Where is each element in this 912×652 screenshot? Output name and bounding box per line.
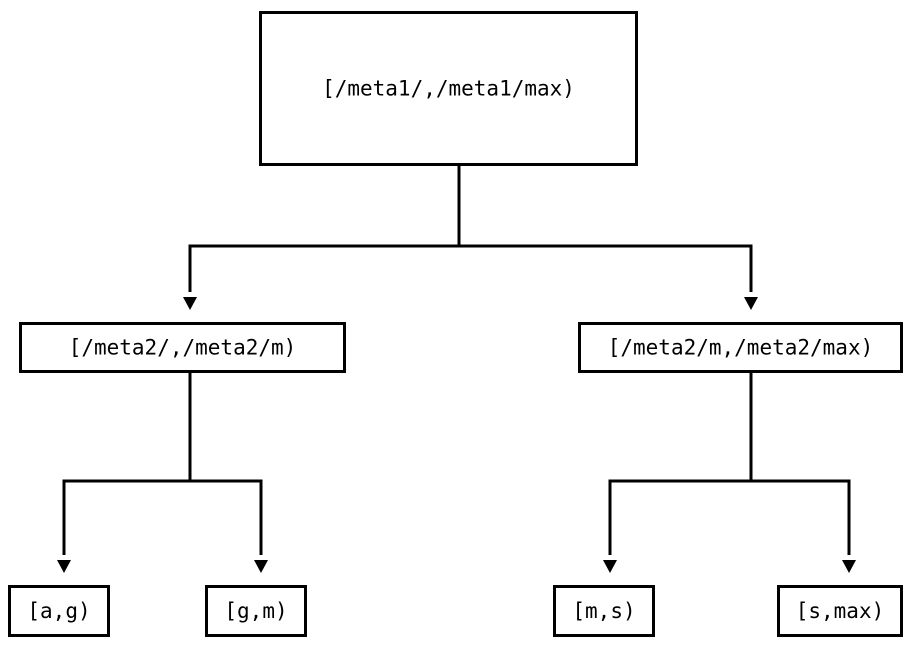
tree-node-leaf-m-s[interactable]: [m,s) — [553, 585, 655, 637]
arrowhead-icon — [254, 560, 268, 573]
node-label: [m,s) — [572, 599, 635, 623]
edge-mid-left-leaf-g-m — [188, 373, 268, 573]
node-label: [s,max) — [796, 599, 885, 623]
arrowhead-icon — [744, 297, 758, 310]
edge-elbow — [190, 479, 263, 555]
edge-mid-right-leaf-s-max — [749, 373, 856, 573]
node-box — [205, 585, 307, 637]
node-label: [g,m) — [224, 599, 287, 623]
tree-node-mid-right[interactable]: [/meta2/m,/meta2/max) — [578, 322, 903, 373]
tree-node-mid-left[interactable]: [/meta2/,/meta2/m) — [19, 322, 346, 373]
edge-root-mid-right — [457, 166, 758, 310]
node-label: [/meta1/,/meta1/max) — [322, 77, 575, 101]
node-box — [578, 322, 903, 373]
node-box — [259, 11, 638, 166]
nodes-layer: [/meta1/,/meta1/max) [/meta2/,/meta2/m) [/… — [8, 11, 903, 637]
edge-elbow — [751, 479, 851, 555]
arrowhead-icon — [842, 560, 856, 573]
node-label: [/meta2/,/meta2/m) — [69, 336, 297, 360]
tree-node-root[interactable]: [/meta1/,/meta1/max) — [259, 11, 638, 166]
node-box — [19, 322, 346, 373]
tree-node-leaf-g-m[interactable]: [g,m) — [205, 585, 307, 637]
edge-elbow — [459, 244, 753, 292]
edge-mid-left-leaf-a-g — [57, 373, 192, 573]
node-box — [777, 585, 903, 637]
edges-layer — [57, 166, 856, 573]
arrowhead-icon — [57, 560, 71, 573]
node-box — [8, 585, 110, 637]
tree-node-leaf-a-g[interactable]: [a,g) — [8, 585, 110, 637]
tree-node-leaf-s-max[interactable]: [s,max) — [777, 585, 903, 637]
node-label: [/meta2/m,/meta2/max) — [608, 336, 874, 360]
arrowhead-icon — [183, 297, 197, 310]
edge-mid-right-leaf-m-s — [603, 373, 753, 573]
node-box — [553, 585, 655, 637]
edge-elbow — [188, 244, 459, 292]
node-label: [a,g) — [27, 599, 90, 623]
edge-elbow — [62, 479, 190, 555]
edge-root-mid-left — [183, 166, 461, 310]
edge-elbow — [608, 479, 751, 555]
arrowhead-icon — [603, 560, 617, 573]
